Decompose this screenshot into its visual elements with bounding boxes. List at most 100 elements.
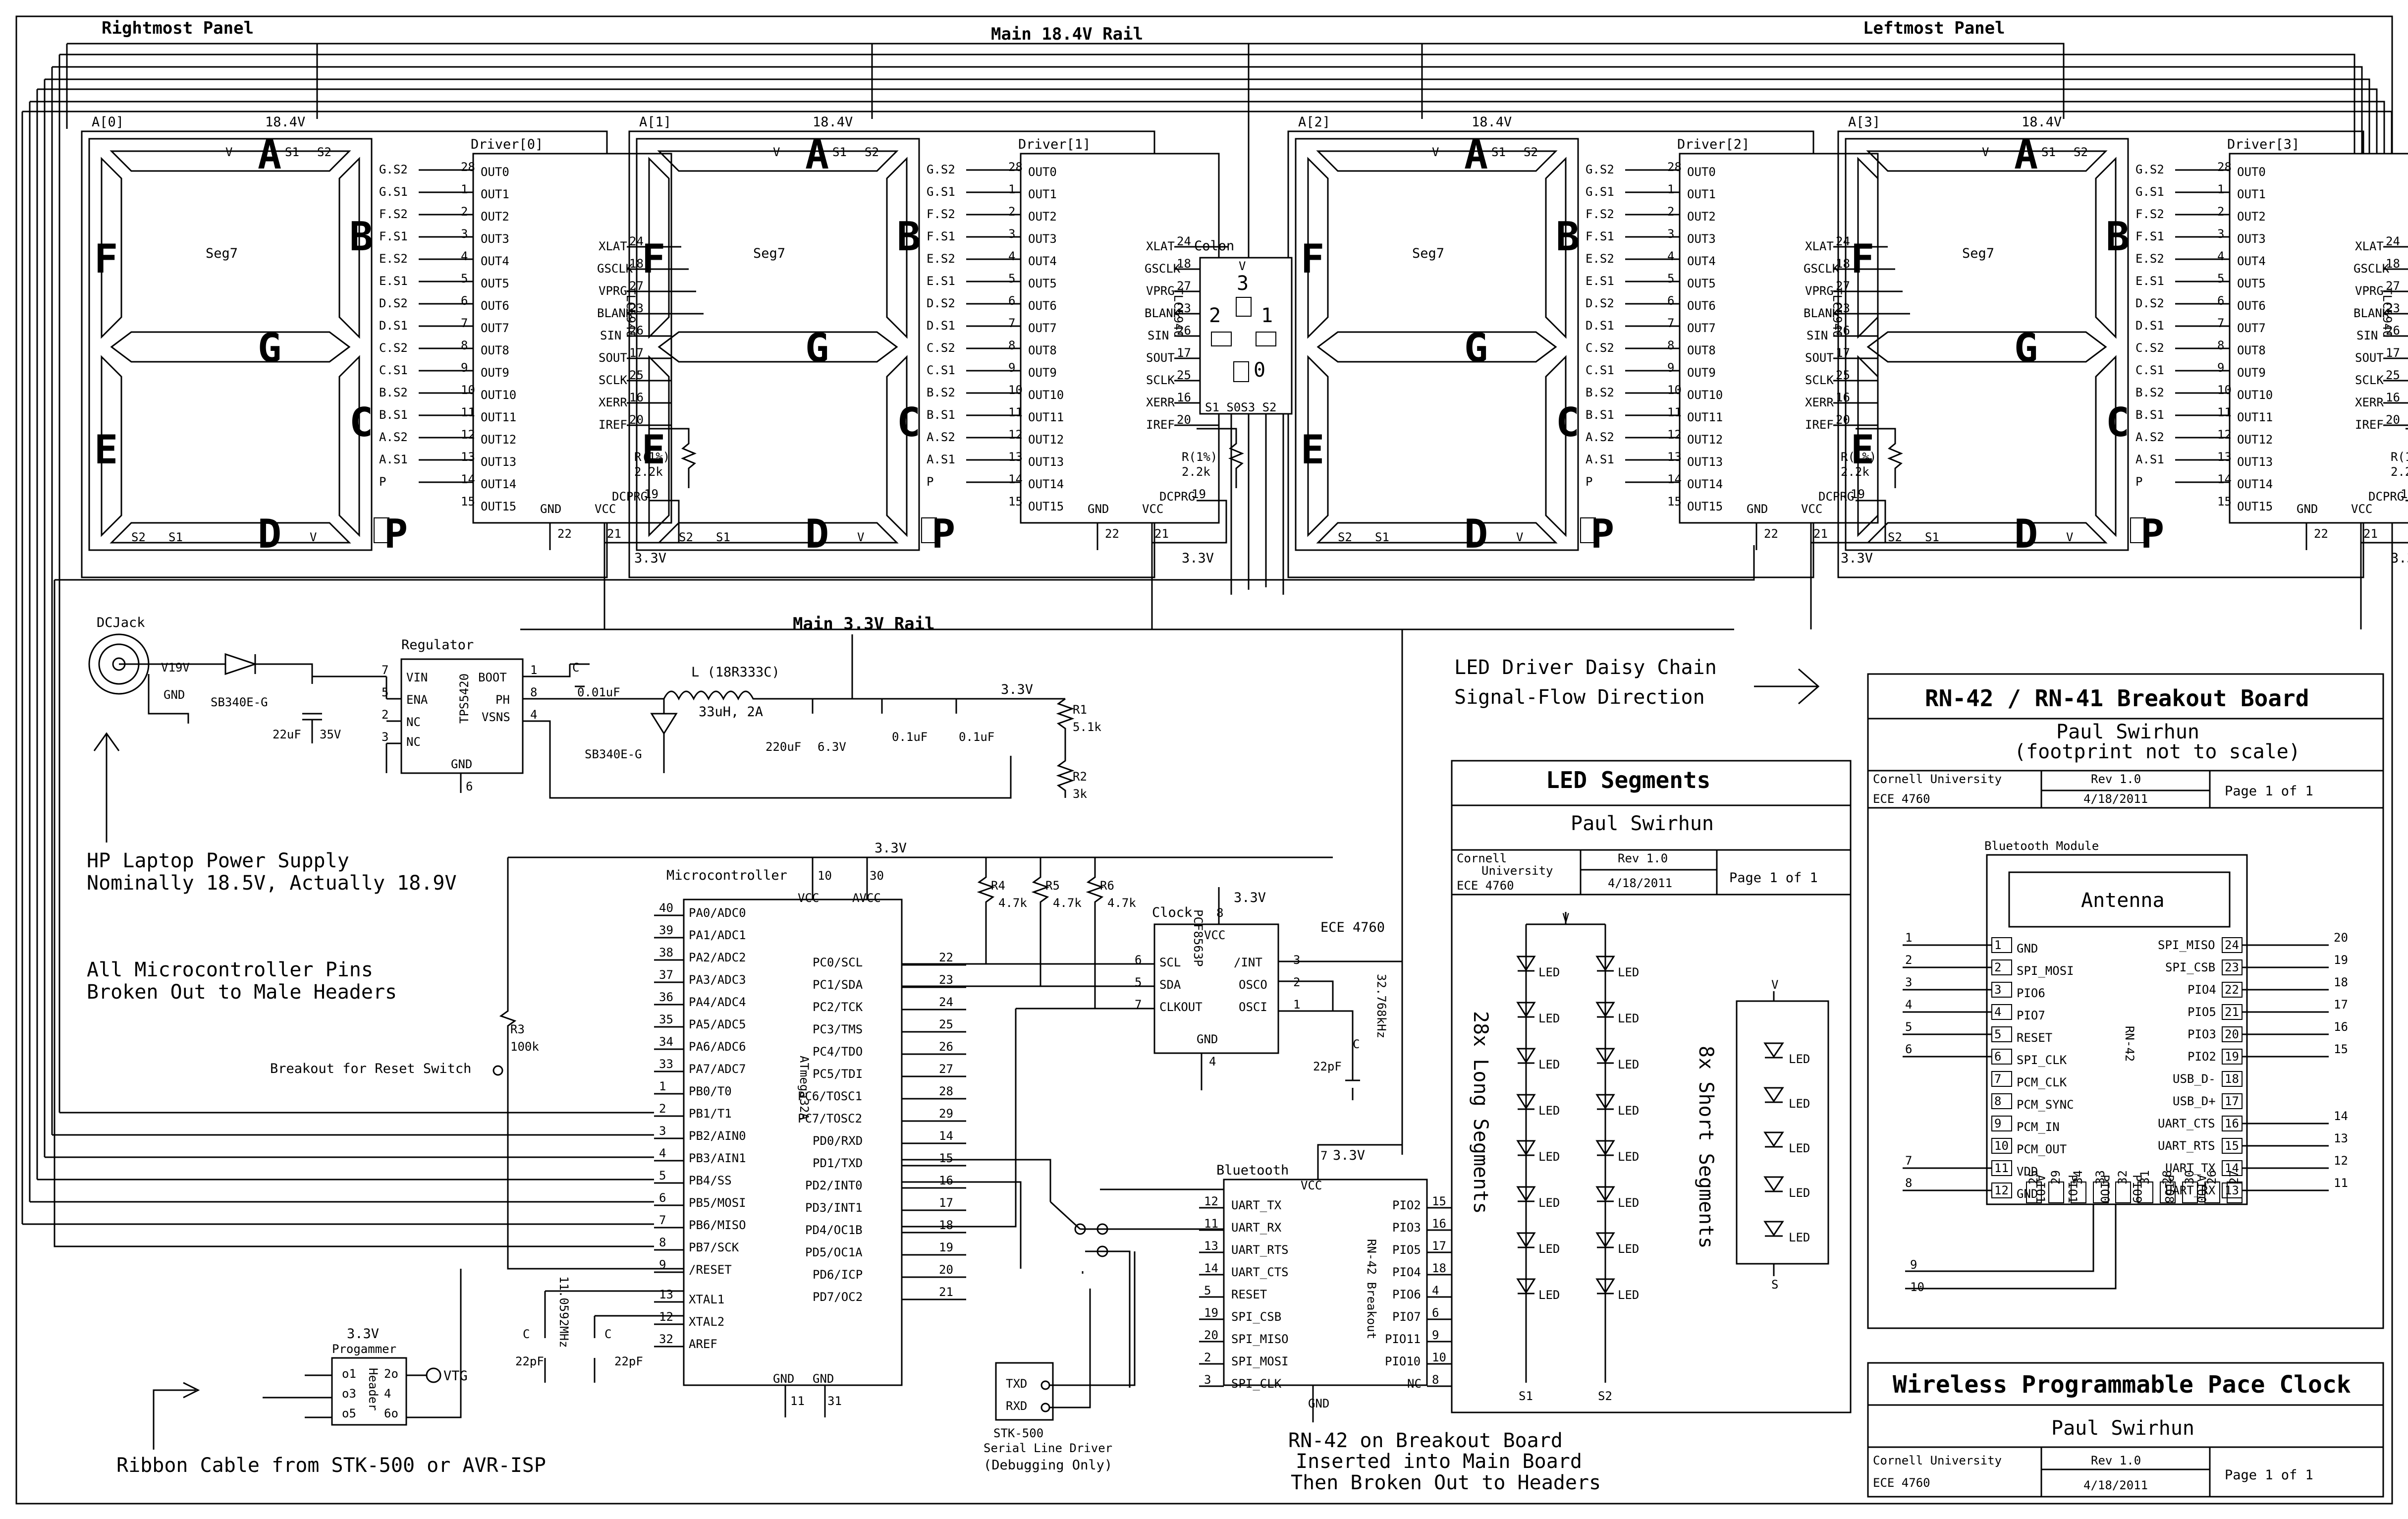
tlc-gnd-3: GND [2297,502,2318,516]
switch-pole-b[interactable] [1096,1223,1108,1235]
reg-pin4: 4 [530,708,537,722]
r1-label: R1 [1073,703,1087,717]
rn42-rname-11: UART_RX [2165,1183,2216,1197]
switch-pole-c[interactable] [1096,1245,1108,1257]
tlc-ctrl-0-4: SIN [600,329,621,342]
tlc-pin21-2: 21 [1813,527,1828,541]
rn42-bpin-6: 28 [2160,1170,2174,1184]
prog-vtg: VTG [443,1368,468,1384]
tlc-out-0-8: OUT8 [481,343,509,357]
mcu-rname-8: PD0/RXD [813,1134,863,1148]
led-long-4-0 [1516,1140,1536,1156]
cap-22uf: 22uF [273,728,301,741]
leds-date: 4/18/2011 [1608,876,1672,890]
seg-pin-1-1: G.S1 [927,185,955,199]
dcjack-label: DCJack [97,615,145,630]
led-long-label-4-0: LED [1538,1150,1560,1164]
tlc-v33-2: 3.3V [1841,551,1873,566]
seg7-s2b-1: S2 [679,530,693,544]
seg-pin-2-12: A.S2 [1586,430,1614,444]
tlc-out-1-14: OUT14 [1028,477,1064,491]
reg-pin3: 3 [382,730,388,744]
hp-note-1: HP Laptop Power Supply [87,849,349,872]
tlc-out-2-5: OUT5 [1687,277,1716,290]
seg-e-1 [648,355,670,537]
mcu-lname-18: XTAL2 [689,1315,724,1329]
tlc-outnum-3-7: 7 [2217,316,2224,330]
tlc-out-2-13: OUT13 [1687,455,1723,469]
stk-label-3: (Debugging Only) [984,1458,1112,1473]
microcontroller: Microcontroller ATmega32A VCC AVCC 10 30… [270,841,1333,1417]
tlc-out-1-4: OUT4 [1028,254,1057,268]
rn42-date: 4/18/2011 [2083,792,2148,806]
rn42-rext-1: 19 [2334,953,2348,967]
seg-pin-2-4: E.S2 [1586,252,1614,266]
seg-pin-2-10: B.S2 [1586,386,1614,399]
mcu-lnum-16: 9 [659,1258,666,1272]
seg-pin-3-3: F.S1 [2135,229,2164,243]
tlc-res-1: R(1%) [1182,450,1217,464]
clock-sda: SDA [1159,978,1181,992]
seg7-box-2 [1295,138,1579,551]
bt-title: Bluetooth [1216,1163,1289,1178]
rn42-rext-2: 18 [2334,975,2348,989]
seg-f-2 [1307,157,1329,339]
seg-pin-2-8: C.S2 [1586,341,1614,355]
seg-pin-0-5: E.S1 [379,274,408,288]
chain-label-1: LED Driver Daisy Chain [1454,656,1717,679]
tlc-out-3-7: OUT7 [2237,321,2266,335]
tlc-out-0-4: OUT4 [481,254,509,268]
inductor-label: L (18R333C) [691,665,780,680]
bt-lnum-3: 14 [1204,1261,1218,1275]
rn42-breakout-block: RN-42 / RN-41 Breakout Board Paul Swirhu… [1867,673,2384,1329]
tlc-out-2-14: OUT14 [1687,477,1723,491]
tlc-ctrlnum-1-4: 26 [1177,324,1191,338]
seg7-name-2: Seg7 [1412,246,1444,261]
mcu-rname-0: PC0/SCL [813,956,863,969]
led-short-box [1736,991,1829,1276]
seg-e-2 [1307,355,1329,537]
seg-pin-3-5: E.S1 [2135,274,2164,288]
mcu-lname-13: PB5/MOSI [689,1196,746,1210]
rn42-bpinbox-5 [2137,1181,2153,1203]
rn42-bpinbox-9 [2227,1181,2243,1203]
rn42-bpin-0: 25 [2026,1170,2040,1184]
letter-p-2: P [1590,511,1614,557]
tlc-v33-1: 3.3V [1182,551,1214,566]
tlc-ctrlnum-1-7: 16 [1177,391,1191,404]
rn42-lpinbox-6 [1991,1071,2012,1087]
clock-xtal: 32.768kHz [1374,974,1388,1038]
seg-c-1 [886,355,908,537]
r5-label: R5 [1045,879,1060,893]
bt-lnum-1: 11 [1204,1217,1218,1231]
seg-g-1 [657,331,898,363]
seg-pin-3-9: C.S1 [2135,363,2164,377]
reset-breakout-point[interactable] [493,1065,503,1076]
bt-rname-5: PIO7 [1392,1310,1421,1324]
tlc-outnum-0-13: 13 [461,450,475,464]
switch-pole-a[interactable] [1074,1223,1086,1235]
seg-a-0 [109,150,351,172]
panel-v18-1: 18.4V [813,114,853,130]
panel-seg-label-0: A[0] [92,114,124,130]
letter-d-3: D [2014,511,2038,557]
rn42-rpin-8: 16 [2225,1117,2239,1130]
mcu-lnum-7: 33 [659,1057,673,1071]
seg-c-0 [338,355,360,537]
tb-rev: Rev 1.0 [2091,1454,2141,1467]
rn42-rext-4: 16 [2334,1020,2348,1034]
seg-pin-3-13: A.S1 [2135,452,2164,466]
colon-1: 1 [1261,304,1273,327]
mcu-rnum-13: 19 [939,1240,953,1254]
r2-label: R2 [1073,770,1087,784]
clock-gnd: GND [1197,1032,1218,1046]
led-long-5-0 [1516,1186,1536,1202]
seg-pin-1-2: F.S2 [927,207,955,221]
leds-long-label: 28x Long Segments [1469,1011,1492,1214]
tlc-outnum-2-0: 28 [1667,160,1682,174]
letter-b-1: B [897,214,921,260]
seg-pin-0-3: F.S1 [379,229,408,243]
led-long-2-0 [1516,1048,1536,1064]
seg-f-0 [101,157,122,339]
seg7-s2-1: S2 [865,145,879,159]
